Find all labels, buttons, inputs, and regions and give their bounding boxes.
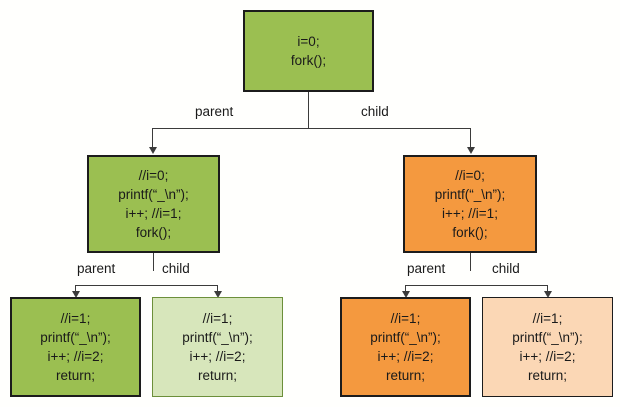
node-level2-child-line-0: //i=0; bbox=[455, 168, 485, 183]
arrowhead-leaf2 bbox=[214, 291, 222, 298]
node-leaf-1-line-2: i++; //i=2; bbox=[47, 349, 104, 364]
connector-right-to-leaf4 bbox=[547, 285, 548, 295]
node-leaf-2: //i=1; printf(“_\n”); i++; //i=2; return… bbox=[152, 297, 283, 397]
node-level2-parent-line-3: fork(); bbox=[135, 225, 172, 240]
edge-label-left-child: child bbox=[159, 261, 193, 276]
connector-left-to-leaf1 bbox=[75, 285, 76, 295]
node-level2-child-line-3: fork(); bbox=[452, 225, 488, 240]
node-leaf-1-line-3: return; bbox=[55, 368, 96, 383]
node-leaf-2-line-1: printf(“_\n”); bbox=[182, 330, 253, 345]
node-level2-parent: //i=0; printf(“_\n”); i++; //i=1; fork()… bbox=[87, 155, 220, 253]
node-level2-child-line-1: printf(“_\n”); bbox=[434, 187, 506, 202]
connector-root-to-left bbox=[152, 128, 153, 148]
node-leaf-4-line-0: //i=1; bbox=[532, 311, 563, 326]
connector-root-stem bbox=[308, 92, 309, 128]
connector-right-bus bbox=[405, 285, 547, 286]
node-level2-child-line-2: i++; //i=1; bbox=[442, 206, 498, 221]
connector-right-stem bbox=[470, 253, 471, 271]
connector-left-bus bbox=[75, 285, 217, 286]
node-leaf-3: //i=1; printf(“_\n”); i++; //i=2; return… bbox=[340, 297, 471, 397]
node-root-line-0: i=0; bbox=[297, 34, 320, 49]
connector-left-to-leaf2 bbox=[217, 285, 218, 295]
edge-label-right-parent: parent bbox=[404, 261, 449, 276]
arrowhead-root-right bbox=[467, 147, 475, 154]
node-leaf-4-line-3: return; bbox=[527, 368, 568, 383]
node-leaf-3-line-1: printf(“_\n”); bbox=[370, 330, 441, 345]
node-root: i=0; fork(); bbox=[243, 10, 374, 92]
node-leaf-2-line-3: return; bbox=[197, 368, 238, 383]
connector-right-to-leaf3 bbox=[405, 285, 406, 295]
node-leaf-2-line-2: i++; //i=2; bbox=[189, 349, 246, 364]
edge-label-left-parent: parent bbox=[74, 261, 119, 276]
node-level2-parent-line-2: i++; //i=1; bbox=[125, 206, 182, 221]
arrowhead-leaf3 bbox=[402, 291, 410, 298]
edge-label-right-child: child bbox=[489, 261, 523, 276]
connector-left-stem bbox=[153, 253, 154, 271]
node-leaf-3-line-2: i++; //i=2; bbox=[377, 349, 434, 364]
edge-label-root-parent: parent bbox=[192, 104, 237, 119]
arrowhead-leaf4 bbox=[544, 291, 552, 298]
arrowhead-root-left bbox=[149, 147, 157, 154]
node-leaf-1-line-0: //i=1; bbox=[60, 311, 91, 326]
connector-root-bus bbox=[152, 128, 470, 129]
node-leaf-3-line-3: return; bbox=[385, 368, 426, 383]
arrowhead-leaf1 bbox=[72, 291, 80, 298]
node-leaf-2-line-0: //i=1; bbox=[202, 311, 233, 326]
edge-label-root-child: child bbox=[358, 104, 392, 119]
node-leaf-3-line-0: //i=1; bbox=[390, 311, 421, 326]
node-level2-parent-line-1: printf(“_\n”); bbox=[118, 187, 189, 202]
node-leaf-4-line-2: i++; //i=2; bbox=[519, 349, 576, 364]
node-leaf-4: //i=1; printf(“_\n”); i++; //i=2; return… bbox=[482, 297, 613, 397]
node-root-line-1: fork(); bbox=[290, 53, 327, 68]
node-leaf-1: //i=1; printf(“_\n”); i++; //i=2; return… bbox=[10, 297, 141, 397]
node-leaf-4-line-1: printf(“_\n”); bbox=[512, 330, 583, 345]
node-level2-parent-line-0: //i=0; bbox=[138, 168, 169, 183]
node-leaf-1-line-1: printf(“_\n”); bbox=[40, 330, 111, 345]
connector-root-to-right bbox=[470, 128, 471, 148]
node-level2-child: //i=0; printf(“_\n”); i++; //i=1; fork()… bbox=[403, 155, 537, 253]
